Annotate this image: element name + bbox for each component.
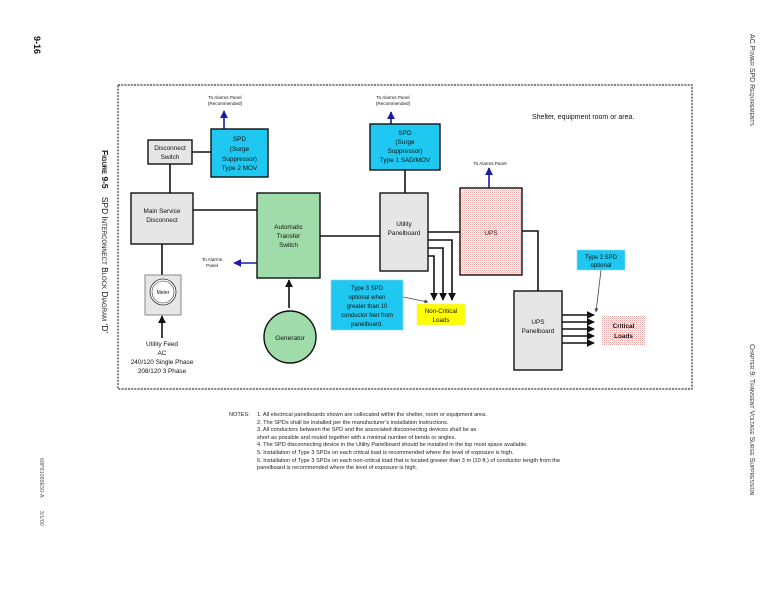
wire-load-2 <box>428 247 447 301</box>
ats-block: Automatic Transfer Switch <box>256 192 321 279</box>
notes-list: 1. All electrical panelboards shown are … <box>229 412 749 473</box>
utility-feed-line-3: 240/120 Single Phase <box>131 359 194 366</box>
alarm-arrows <box>220 110 493 267</box>
note-item: 6. Installation of Type 3 SPDs on each n… <box>257 457 561 464</box>
utility-panelboard-label-1: Utility <box>396 221 412 228</box>
spd-type2-block: SPD (Surge Suppressor) Type 2 MOV <box>210 128 269 178</box>
spd-type2-label-1: SPD <box>233 136 247 143</box>
msd-label-1: Main Service <box>144 208 181 215</box>
non-critical-loads-label-2: Loads <box>433 317 450 324</box>
disconnect-switch-block: Disconnect Switch <box>147 139 193 165</box>
utility-panelboard-label-2: Panelboard <box>388 230 421 237</box>
utility-feed-line-4: 208/120 3 Phase <box>138 368 187 375</box>
spd-type2-label-4: Type 2 MOV <box>222 165 258 172</box>
note-item: panelboard is recommended where the leve… <box>257 465 418 472</box>
spd-type2-label-3: Suppressor) <box>222 156 257 163</box>
ups-block: UPS <box>459 187 523 276</box>
note-item: 1. All electrical panelboards shown are … <box>257 412 487 418</box>
critical-loads-label-2: Loads <box>614 333 633 340</box>
ats-label-1: Automatic <box>274 224 303 231</box>
alarm-label-ups: To Alarms Panel <box>473 161 506 166</box>
wire-load-1 <box>428 239 456 301</box>
utility-feed-label: Utility Feed AC 240/120 Single Phase 208… <box>131 341 194 375</box>
critical-loads-block: Critical Loads <box>602 316 645 345</box>
ups-panelboard-label-1: UPS <box>531 319 544 326</box>
non-critical-loads-block: Non-Critical Loads <box>416 303 466 326</box>
msd-label-2: Disconnect <box>146 217 178 224</box>
callout-pointer-right <box>594 269 602 313</box>
utility-feed-line-2: AC <box>158 350 167 357</box>
non-critical-loads-label-1: Non-Critical <box>425 308 457 315</box>
disconnect-switch-label-2: Switch <box>161 154 180 161</box>
alarm-label-ats-line2: Panel <box>206 263 218 268</box>
alarm-label-spd2-line1: To Alarms Panel <box>208 95 241 100</box>
critical-loads-label-1: Critical <box>613 323 635 330</box>
spd-type1-label-1: SPD <box>398 130 412 137</box>
generator-label: Generator <box>275 335 305 342</box>
utility-feed-line-1: Utility Feed <box>146 341 178 348</box>
generator-block: Generator <box>263 310 317 364</box>
spd-type1-label-2: (Surge <box>395 139 415 146</box>
alarm-label-spd1-line1: To Alarms Panel <box>376 95 409 100</box>
shelter-label: Shelter, equipment room or area. <box>532 114 634 121</box>
type3-note-left-line-1: Type 3 SPD <box>351 286 384 292</box>
meter-label: Meter <box>157 290 170 296</box>
shelter-boundary <box>117 84 693 390</box>
wire-load-3 <box>428 255 438 301</box>
ups-panelboard-label-2: Panelboard <box>522 328 555 335</box>
type3-note-left: Type 3 SPD optional when greater than 10… <box>330 279 404 331</box>
note-item: 3. All conductors between the SPD and th… <box>257 427 477 434</box>
type3-note-left-line-2: optional when <box>348 295 385 301</box>
note-item: short as possible and routed together wi… <box>257 434 457 441</box>
alarm-label-spd2-line2: (Recommended) <box>208 101 243 106</box>
notes-section: NOTES: 1. All electrical panelboards sho… <box>229 412 749 473</box>
disconnect-switch-label-1: Disconnect <box>154 145 186 152</box>
main-service-disconnect-block: Main Service Disconnect <box>130 192 194 245</box>
note-item: 4. The SPD disconnecting device in the U… <box>257 442 528 449</box>
wire-ups-ups-panel <box>522 230 539 291</box>
type3-note-left-line-5: panelboard. <box>351 322 383 328</box>
type3-note-right-line-2: optional <box>590 263 611 269</box>
type3-note-left-line-4: conductor feet from <box>341 313 393 319</box>
alarm-label-ats-line1: To Alarms <box>202 257 223 262</box>
type3-note-left-line-3: greater than 10 <box>347 304 388 310</box>
alarm-label-spd1-line2: (Recommended) <box>376 101 411 106</box>
type3-note-right: Type 3 SPD optional <box>576 249 626 271</box>
notes-header: NOTES: <box>229 412 250 418</box>
utility-panelboard-block: Utility Panelboard <box>379 192 429 272</box>
ats-label-2: Transfer <box>277 233 301 240</box>
callout-pointer-left <box>402 296 429 304</box>
spd-type2-label-2: (Surge <box>230 146 250 153</box>
ats-label-3: Switch <box>279 242 298 249</box>
ups-label: UPS <box>484 230 497 237</box>
note-item: 5. Installation of Type 3 SPDs on each c… <box>257 449 514 456</box>
spd-type1-label-4: Type 1 SAD/MOV <box>380 157 431 164</box>
alarm-labels: To Alarms Panel (Recommended) To Alarms … <box>202 95 507 268</box>
connection-lines <box>158 151 595 347</box>
spd-type1-label-3: Suppressor) <box>388 148 423 155</box>
note-item: 2. The SPDs shall be installed per the m… <box>257 419 449 426</box>
spd-type1-block: SPD (Surge Suppressor) Type 1 SAD/MOV <box>369 123 441 171</box>
meter-block: Meter <box>144 274 182 316</box>
type3-note-right-line-1: Type 3 SPD <box>585 255 618 261</box>
ups-panelboard-block: UPS Panelboard <box>513 290 563 371</box>
